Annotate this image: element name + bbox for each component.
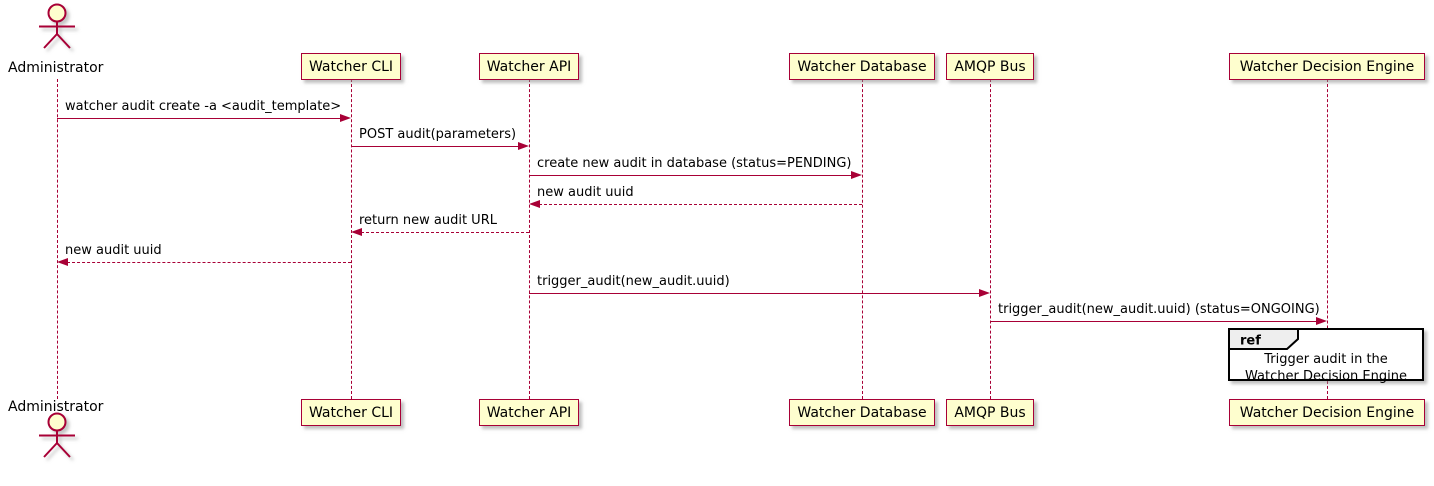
message-label-6: new audit uuid <box>65 243 162 258</box>
message-arrowhead-3 <box>851 171 862 179</box>
participant-watcher-database-bottom: Watcher Database <box>789 399 935 426</box>
message-label-8: trigger_audit(new_audit.uuid) (status=ON… <box>998 302 1320 317</box>
ref-keyword: ref <box>1240 334 1261 349</box>
message-line-3 <box>529 175 852 176</box>
actor-icon <box>33 3 81 54</box>
participant-watcher-database-top: Watcher Database <box>789 53 935 80</box>
message-line-1 <box>57 118 341 119</box>
message-line-5 <box>361 232 529 233</box>
message-label-3: create new audit in database (status=PEN… <box>537 156 852 171</box>
participant-amqp-bus-top: AMQP Bus <box>946 53 1034 80</box>
message-label-7: trigger_audit(new_audit.uuid) <box>537 274 730 289</box>
ref-text-line: Trigger audit in the <box>1264 352 1388 367</box>
message-line-8 <box>990 321 1317 322</box>
participant-administrator-bottom: Administrator <box>8 399 104 415</box>
lifeline-administrator <box>56 79 58 399</box>
message-line-6 <box>67 262 351 263</box>
message-arrowhead-2 <box>518 142 529 150</box>
lifeline-watcher-decision-engine <box>1326 79 1328 399</box>
participant-watcher-decision-engine-bottom: Watcher Decision Engine <box>1229 399 1425 426</box>
participant-watcher-cli-bottom: Watcher CLI <box>301 399 401 426</box>
lifeline-watcher-cli <box>350 79 352 399</box>
message-arrowhead-7 <box>979 289 990 297</box>
ref-text-line: Watcher Decision Engine <box>1245 369 1407 384</box>
message-label-2: POST audit(parameters) <box>359 127 517 142</box>
participant-watcher-cli-top: Watcher CLI <box>301 53 401 80</box>
participant-watcher-api-bottom: Watcher API <box>479 399 579 426</box>
participant-administrator-top: Administrator <box>8 60 104 76</box>
actor-icon <box>33 412 81 463</box>
lifeline-amqp-bus <box>989 79 991 399</box>
message-line-7 <box>529 293 980 294</box>
message-arrowhead-6 <box>57 258 68 266</box>
message-arrowhead-1 <box>340 114 351 122</box>
message-arrowhead-4 <box>529 200 540 208</box>
message-line-2 <box>351 146 519 147</box>
message-arrowhead-8 <box>1316 317 1327 325</box>
ref-keyword-tag: ref <box>1228 328 1300 355</box>
message-label-4: new audit uuid <box>537 185 634 200</box>
message-arrowhead-5 <box>351 228 362 236</box>
participant-amqp-bus-bottom: AMQP Bus <box>946 399 1034 426</box>
lifeline-watcher-api <box>528 79 530 399</box>
participant-watcher-api-top: Watcher API <box>479 53 579 80</box>
message-line-4 <box>539 204 862 205</box>
message-label-1: watcher audit create -a <audit_template> <box>65 99 342 114</box>
participant-watcher-decision-engine-top: Watcher Decision Engine <box>1229 53 1425 80</box>
message-label-5: return new audit URL <box>359 213 497 228</box>
lifeline-watcher-database <box>861 79 863 399</box>
